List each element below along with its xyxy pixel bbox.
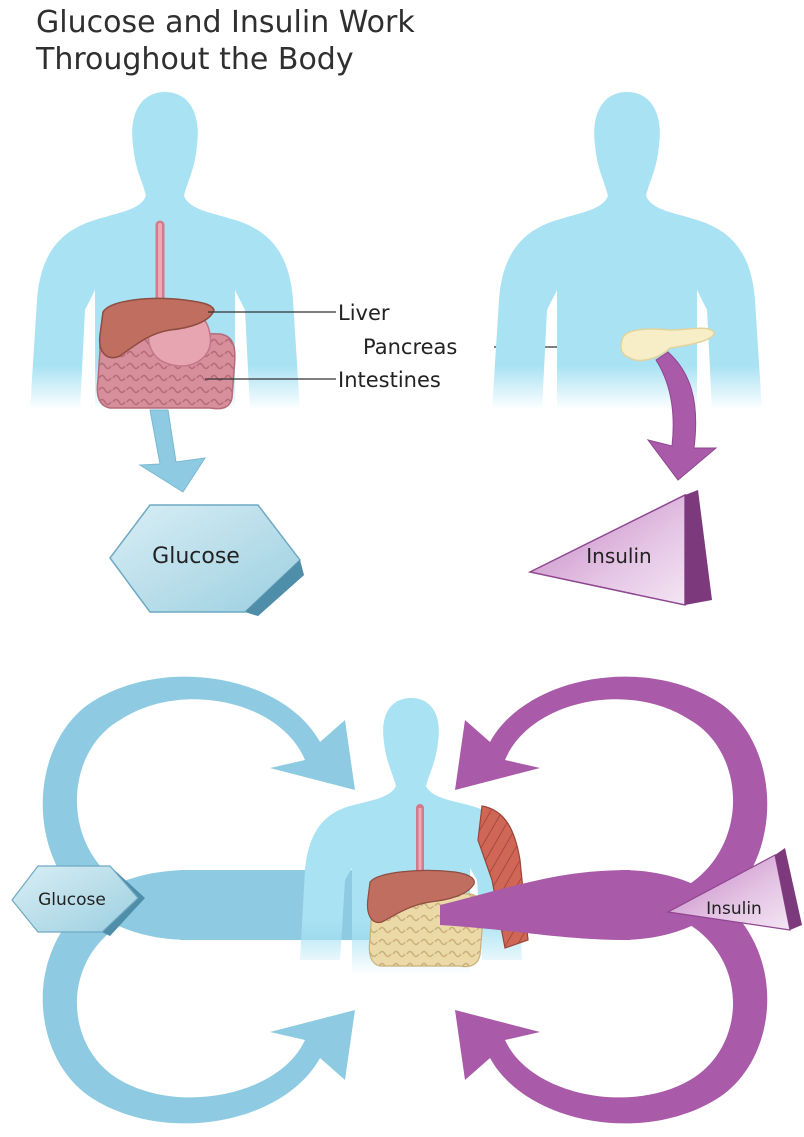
label-pancreas: Pancreas [363, 335, 457, 359]
label-intestines: Intestines [338, 368, 441, 392]
insulin-label-bottom: Insulin [706, 899, 762, 919]
glucose-down-arrow [140, 410, 205, 492]
glucose-label-top: Glucose [152, 544, 240, 569]
insulin-label-top: Insulin [586, 544, 651, 568]
right-body-silhouette [492, 92, 762, 410]
label-liver: Liver [338, 301, 390, 325]
glucose-label-bottom: Glucose [38, 890, 106, 910]
